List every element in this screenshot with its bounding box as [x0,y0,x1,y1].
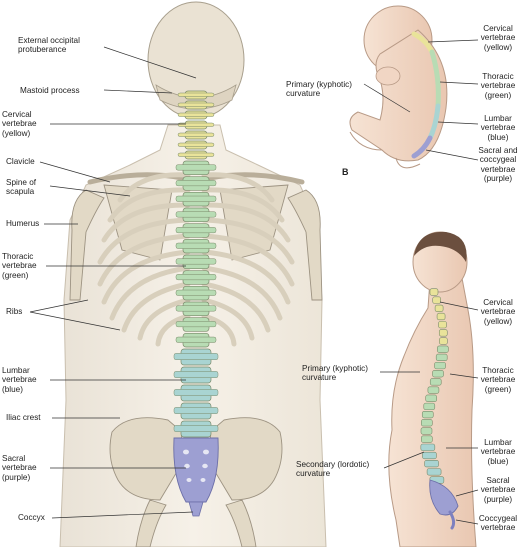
cervical-vertebra [177,130,215,140]
sacral-foramina [183,449,209,482]
ribs [97,172,295,347]
label-thoracic-vertebrae-b: Thoracic vertebrae (green) [480,72,516,100]
cervical-vertebra-lateral [439,337,448,345]
fetus-legs [349,131,421,169]
thoracic-vertebra [175,317,217,332]
thoracic-vertebra-lateral [421,419,433,427]
thoracic-vertebra [175,285,217,301]
lumbar-vertebra [173,384,219,402]
lumbar-vertebra-lateral [426,468,442,476]
lumbar-vertebra [173,348,219,366]
lumbar-vertebra-lateral [422,451,437,460]
spine-c [420,288,449,484]
right-humerus [287,189,323,301]
label-sacral-vertebrae-a: Sacral vertebrae (purple) [2,454,37,482]
thoracic-vertebra [175,176,217,191]
thoracic-vertebra-lateral [434,361,446,370]
panel-a-posterior-view [29,1,327,547]
cervical-vertebra-lateral [436,312,446,321]
cervical-vertebra [177,100,215,110]
thoracic-vertebra-lateral [420,427,433,435]
label-lumbar-vertebrae-c: Lumbar vertebrae (blue) [480,438,516,466]
panel-c-leader-lines [380,301,479,525]
adult-coccyx [448,510,456,530]
thoracic-vertebra-lateral [421,435,433,443]
label-thoracic-vertebrae-a: Thoracic vertebrae (green) [2,252,37,280]
thoracic-vertebra [175,254,217,270]
thoracic-vertebra-lateral [427,386,440,394]
thoracic-vertebra-lateral [425,394,438,402]
pelvis [109,417,283,501]
cervical-vertebra [177,150,215,160]
thoracic-vertebra [175,301,217,317]
cervical-vertebra-lateral [438,321,447,329]
lumbar-vertebra [173,366,219,384]
label-humerus: Humerus [6,219,40,228]
thoracic-vertebra-lateral [432,370,444,378]
thoracic-vertebra [175,223,217,238]
label-lumbar-vertebrae-b: Lumbar vertebrae (blue) [480,114,516,142]
thoracic-vertebra-lateral [421,410,434,419]
label-cervical-vertebrae-a: Cervical vertebrae (yellow) [2,110,37,138]
label-cervical-vertebrae-c: Cervical vertebrae (yellow) [480,298,516,326]
panel-b-fetus [349,5,479,169]
label-secondary-curvature-c: Secondary (lordotic) curvature [296,460,370,479]
panel-a-leader-lines [29,46,197,519]
left-humerus [69,189,105,301]
label-mastoid-process: Mastoid process [20,86,80,95]
thoracic-vertebra-lateral [435,353,448,362]
lumbar-vertebra-lateral [420,443,436,451]
fetal-spine-thoracic [429,49,441,109]
label-clavicle: Clavicle [6,157,35,166]
thoracic-vertebra-lateral [429,378,442,386]
thoracic-vertebra-lateral [437,345,449,353]
label-primary-curvature-b: Primary (kyphotic) curvature [286,80,352,99]
panel-b-leader-lines [363,39,479,161]
label-sacral-vertebrae-c: Sacral vertebrae (purple) [480,476,516,504]
lumbar-vertebra [173,420,219,438]
panel-b-letter: B [342,167,349,177]
label-primary-curvature-c: Primary (kyphotic) curvature [302,364,368,383]
cervical-vertebra [177,90,215,100]
label-spine-of-scapula: Spine of scapula [6,178,37,197]
label-sacral-coccygeal-vertebrae-b: Sacral and coccygeal vertebrae (purple) [478,146,518,184]
label-coccygeal-vertebrae-c: Coccygeal vertebrae [478,514,518,533]
label-coccyx: Coccyx [18,513,45,522]
thoracic-vertebra [175,332,217,348]
coccyx [188,501,204,517]
cervical-vertebra-lateral [429,288,439,296]
thoracic-vertebra [175,270,217,285]
cervical-vertebra [177,140,215,150]
panel-c-adult-lateral [380,231,479,547]
spine-a [173,90,219,438]
label-ribs: Ribs [6,307,23,316]
label-iliac-crest: Iliac crest [6,413,41,422]
fetus-hand [375,66,401,86]
label-cervical-vertebrae-b: Cervical vertebrae (yellow) [480,24,516,52]
label-lumbar-vertebrae-a: Lumbar vertebrae (blue) [2,366,37,394]
lumbar-vertebra [173,402,219,420]
thoracic-vertebra [175,160,217,176]
cervical-vertebra-lateral [432,296,441,304]
cervical-vertebra [177,120,215,130]
thoracic-vertebra [175,191,217,207]
cervical-vertebra-lateral [438,329,448,337]
adult-hair [414,231,467,262]
fetal-spine-sacral [411,135,433,159]
thoracic-vertebra-lateral [423,402,436,411]
cervical-vertebra [177,110,215,120]
thoracic-vertebra [175,238,217,254]
label-thoracic-vertebrae-c: Thoracic vertebrae (green) [480,366,516,394]
thoracic-vertebra [175,207,217,223]
lumbar-vertebra-lateral [424,460,439,468]
label-external-occipital-protuberance: External occipital protuberance [18,36,80,55]
cervical-vertebra-lateral [434,304,444,312]
